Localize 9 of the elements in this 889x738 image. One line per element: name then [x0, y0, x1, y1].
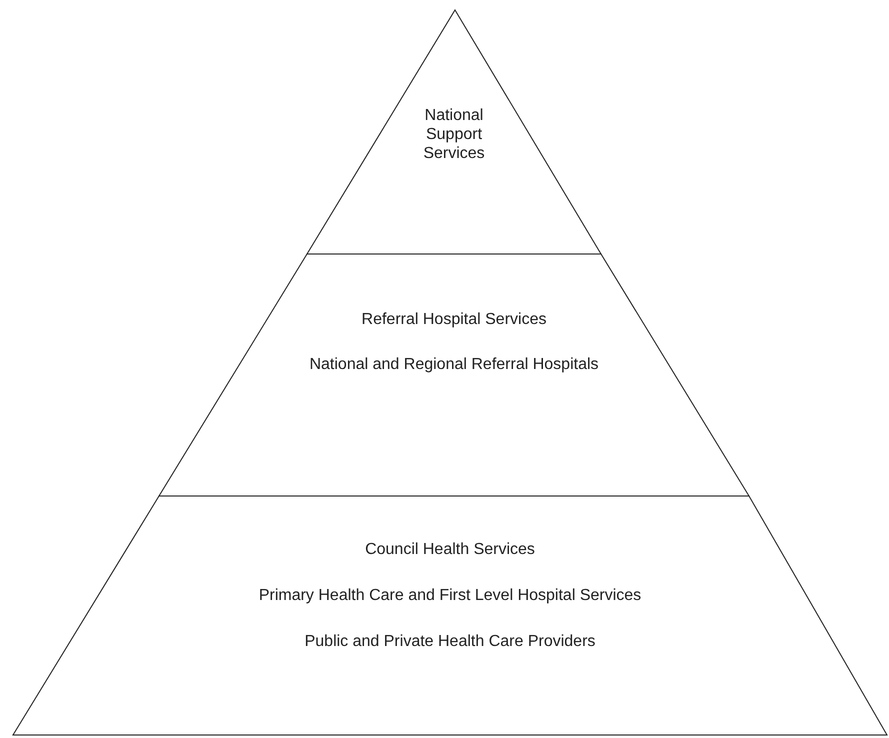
tier-description: Public and Private Health Care Providers — [304, 632, 596, 651]
tier-title: Referral Hospital Services — [360, 310, 548, 329]
pyramid-apex-tier — [307, 10, 601, 254]
pyramid-tier — [159, 254, 749, 496]
tier-description: Primary Health Care and First Level Hospital Services — [258, 586, 642, 605]
tier-description: National and Regional Referral Hospitals — [309, 355, 599, 374]
pyramid-tier — [13, 496, 887, 735]
tier-title: National Support Services — [422, 106, 486, 163]
tier-title: Council Health Services — [364, 540, 536, 559]
